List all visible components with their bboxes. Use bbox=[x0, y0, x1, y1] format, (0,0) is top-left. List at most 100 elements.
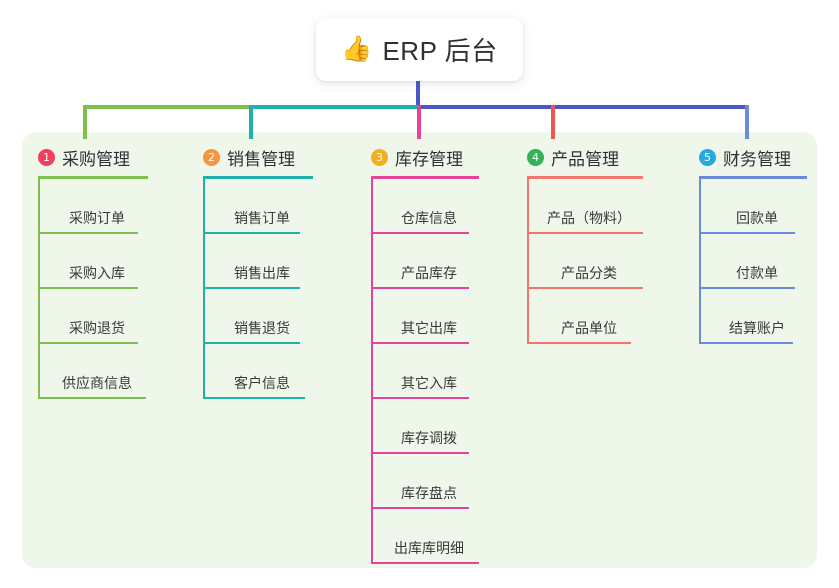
branch-item-list: 仓库信息产品库存其它出库其它入库库存调拨库存盘点出库库明细 bbox=[371, 179, 479, 564]
leaf-node-rule bbox=[38, 287, 138, 289]
leaf-node-rule bbox=[371, 232, 469, 234]
connector-bus-left bbox=[83, 105, 251, 109]
connector-drop-5 bbox=[745, 105, 749, 139]
branch-item-list: 销售订单销售出库销售退货客户信息 bbox=[203, 179, 313, 399]
connector-drop-1 bbox=[83, 105, 87, 139]
branch-spine bbox=[203, 179, 205, 399]
leaf-node-label: 付款单 bbox=[736, 265, 778, 281]
branch-number-badge: 2 bbox=[203, 148, 220, 166]
leaf-node-label: 销售订单 bbox=[234, 210, 290, 226]
branch-spine bbox=[527, 179, 529, 344]
branch-header-rule bbox=[38, 176, 148, 179]
leaf-node-label: 库存调拨 bbox=[401, 430, 457, 446]
leaf-node-label: 产品库存 bbox=[401, 265, 457, 281]
leaf-node-label: 销售出库 bbox=[234, 265, 290, 281]
leaf-node[interactable]: 产品库存 bbox=[371, 234, 479, 289]
branch-header-label: 库存管理 bbox=[395, 149, 463, 169]
root-node-title: ERP 后台 bbox=[382, 36, 498, 66]
branch-column-4: 4 产品管理产品（物料） 产品分类产品单位 bbox=[527, 146, 643, 344]
branch-header-3[interactable]: 3 库存管理 bbox=[371, 146, 479, 169]
leaf-node-rule bbox=[371, 562, 479, 564]
leaf-node-label: 产品单位 bbox=[561, 320, 617, 336]
leaf-node[interactable]: 付款单 bbox=[699, 234, 807, 289]
leaf-node-rule bbox=[203, 342, 300, 344]
branch-number-badge: 4 bbox=[527, 148, 544, 166]
leaf-node[interactable]: 供应商信息 bbox=[38, 344, 148, 399]
branch-header-5[interactable]: 5 财务管理 bbox=[699, 146, 807, 169]
leaf-node-rule bbox=[699, 232, 795, 234]
leaf-node[interactable]: 回款单 bbox=[699, 179, 807, 234]
connector-drop-2 bbox=[249, 105, 253, 139]
leaf-node[interactable]: 结算账户 bbox=[699, 289, 807, 344]
leaf-node-label: 回款单 bbox=[736, 210, 778, 226]
branch-header-label: 销售管理 bbox=[227, 149, 295, 169]
branch-column-2: 2 销售管理销售订单销售出库销售退货客户信息 bbox=[203, 146, 313, 399]
connector-bus-right bbox=[417, 105, 749, 109]
leaf-node-rule bbox=[38, 232, 138, 234]
leaf-node-rule bbox=[371, 287, 469, 289]
branch-spine bbox=[371, 179, 373, 564]
branch-number-badge: 5 bbox=[699, 148, 716, 166]
diagram-background-panel bbox=[22, 132, 817, 568]
thumbs-up-icon: 👍 bbox=[341, 35, 373, 63]
leaf-node-label: 结算账户 bbox=[729, 320, 785, 336]
branch-header-rule bbox=[371, 176, 479, 179]
branch-number-badge: 3 bbox=[371, 148, 388, 166]
branch-header-label: 采购管理 bbox=[62, 149, 130, 169]
leaf-node[interactable]: 库存盘点 bbox=[371, 454, 479, 509]
leaf-node[interactable]: 其它出库 bbox=[371, 289, 479, 344]
leaf-node[interactable]: 采购订单 bbox=[38, 179, 148, 234]
branch-header-4[interactable]: 4 产品管理 bbox=[527, 146, 643, 169]
leaf-node-label: 采购退货 bbox=[69, 320, 125, 336]
leaf-node-label: 出库库明细 bbox=[394, 540, 464, 556]
branch-column-5: 5 财务管理回款单付款单结算账户 bbox=[699, 146, 807, 344]
branch-item-list: 回款单付款单结算账户 bbox=[699, 179, 807, 344]
leaf-node-rule bbox=[371, 507, 469, 509]
branch-header-rule bbox=[699, 176, 807, 179]
leaf-node[interactable]: 产品单位 bbox=[527, 289, 643, 344]
leaf-node[interactable]: 采购入库 bbox=[38, 234, 148, 289]
leaf-node-rule bbox=[371, 342, 469, 344]
leaf-node-rule bbox=[371, 397, 469, 399]
root-node-erp-backend[interactable]: 👍 ERP 后台 bbox=[316, 18, 523, 81]
leaf-node[interactable]: 仓库信息 bbox=[371, 179, 479, 234]
leaf-node-label: 销售退货 bbox=[234, 320, 290, 336]
branch-header-rule bbox=[203, 176, 313, 179]
leaf-node-rule bbox=[203, 232, 300, 234]
leaf-node-rule bbox=[203, 287, 300, 289]
leaf-node[interactable]: 其它入库 bbox=[371, 344, 479, 399]
branch-item-list: 产品（物料） 产品分类产品单位 bbox=[527, 179, 643, 344]
branch-header-label: 财务管理 bbox=[723, 149, 791, 169]
leaf-node-rule bbox=[527, 342, 631, 344]
leaf-node[interactable]: 销售出库 bbox=[203, 234, 313, 289]
leaf-node-label: 客户信息 bbox=[234, 375, 290, 391]
leaf-node-rule bbox=[699, 287, 795, 289]
leaf-node-label: 其它入库 bbox=[401, 375, 457, 391]
leaf-node[interactable]: 销售订单 bbox=[203, 179, 313, 234]
leaf-node-rule bbox=[203, 397, 305, 399]
leaf-node[interactable]: 出库库明细 bbox=[371, 509, 479, 564]
branch-header-label: 产品管理 bbox=[551, 149, 619, 169]
connector-root-stem bbox=[416, 81, 420, 108]
leaf-node-label: 仓库信息 bbox=[401, 210, 457, 226]
leaf-node-label: 库存盘点 bbox=[401, 485, 457, 501]
leaf-node[interactable]: 采购退货 bbox=[38, 289, 148, 344]
branch-header-2[interactable]: 2 销售管理 bbox=[203, 146, 313, 169]
branch-column-3: 3 库存管理仓库信息产品库存其它出库其它入库库存调拨库存盘点出库库明细 bbox=[371, 146, 479, 564]
leaf-node[interactable]: 产品分类 bbox=[527, 234, 643, 289]
leaf-node-rule bbox=[527, 232, 643, 234]
branch-item-list: 采购订单采购入库采购退货供应商信息 bbox=[38, 179, 148, 399]
leaf-node[interactable]: 产品（物料） bbox=[527, 179, 643, 234]
leaf-node-rule bbox=[38, 342, 138, 344]
leaf-node[interactable]: 销售退货 bbox=[203, 289, 313, 344]
leaf-node[interactable]: 客户信息 bbox=[203, 344, 313, 399]
leaf-node-label: 采购订单 bbox=[69, 210, 125, 226]
leaf-node-label: 其它出库 bbox=[401, 320, 457, 336]
leaf-node-rule bbox=[38, 397, 146, 399]
leaf-node-label: 产品（物料） bbox=[547, 210, 631, 226]
leaf-node[interactable]: 库存调拨 bbox=[371, 399, 479, 454]
leaf-node-label: 供应商信息 bbox=[62, 375, 132, 391]
